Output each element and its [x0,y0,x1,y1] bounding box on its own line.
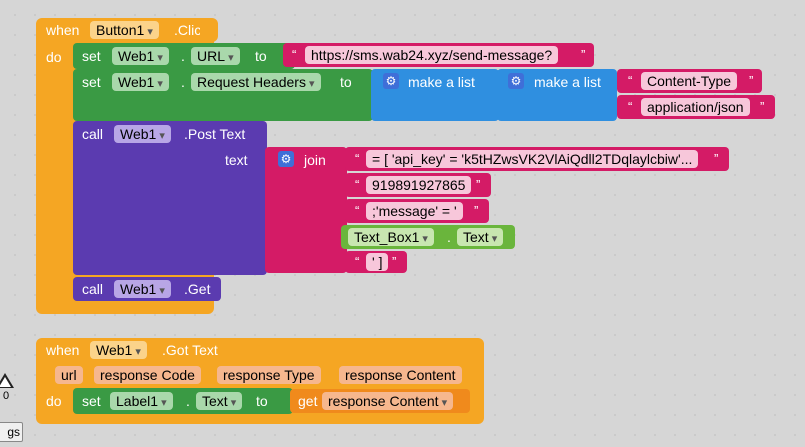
warning-count: 0 [3,390,10,402]
to-label: to [255,48,267,64]
web1-component-dropdown[interactable]: Web1 [112,47,169,65]
to-label: to [256,393,268,409]
show-warnings-button[interactable]: gs [0,422,23,442]
mutator-gear-icon[interactable]: ⚙ [278,151,294,167]
param-url[interactable]: url [55,366,83,384]
show-warnings-label: gs [7,425,20,439]
web1-component-dropdown[interactable]: Web1 [114,280,171,298]
param-response-code[interactable]: response Code [94,366,201,384]
close-quote: ” [392,254,397,269]
dot-separator: . [186,393,190,409]
open-quote: “ [355,177,360,192]
mutator-gear-icon[interactable]: ⚙ [508,73,524,89]
close-quote: ” [749,73,754,88]
event-name-label: .Click [174,22,209,38]
call-label: call [82,281,104,297]
text-arg-label: text [225,152,248,168]
close-quote: ” [474,203,479,218]
dot-separator: . [181,48,185,64]
set-label: set [82,393,101,409]
post-text-method-label: .Post Text [184,126,246,142]
got-text-event-label: .Got Text [162,342,218,358]
make-list-label: make a list [408,74,475,90]
text-property-dropdown[interactable]: Text [457,228,504,246]
event-do-label: do [46,49,62,65]
set-label: set [82,48,101,64]
web1-component-dropdown[interactable]: Web1 [114,125,171,143]
get-method-label: .Get [184,281,211,297]
url-string-value[interactable]: https://sms.wab24.xyz/send-message? [305,46,559,64]
text-property-dropdown[interactable]: Text [196,392,243,410]
event-do-label: do [46,393,62,409]
content-type-value[interactable]: Content-Type [641,72,738,90]
message-string-value[interactable]: ;'message' = ' [366,202,463,220]
to-label: to [340,74,352,90]
api-key-string-value[interactable]: = [ 'api_key' = 'k5tHZwsVK2VlAiQdll2TDql… [366,150,699,168]
warning-triangle-inner [0,377,11,387]
param-response-content[interactable]: response Content [339,366,462,384]
close-quote: ” [760,99,765,114]
join-label: join [304,152,326,168]
mutator-gear-icon[interactable]: ⚙ [383,73,399,89]
open-quote: “ [355,254,360,269]
event-header-extension [200,18,218,42]
param-response-type[interactable]: response Type [217,366,321,384]
application-json-value[interactable]: application/json [641,98,750,116]
get-variable-dropdown[interactable]: response Content [322,392,454,410]
web1-component-dropdown[interactable]: Web1 [90,341,147,359]
text-box1-component-dropdown[interactable]: Text_Box1 [348,228,434,246]
open-quote: “ [628,73,633,88]
close-quote: ” [476,177,481,192]
open-quote: “ [355,151,360,166]
open-quote: “ [628,99,633,114]
set-web1-url-block[interactable] [73,43,295,69]
call-web1-post-text-block[interactable] [73,121,267,275]
close-quote: ” [581,47,586,62]
open-quote: “ [292,47,297,62]
event-component-dropdown[interactable]: Button1 [90,21,159,39]
event-when-label: when [46,22,80,38]
get-label: get [298,393,318,409]
call-label: call [82,126,104,142]
label1-component-dropdown[interactable]: Label1 [110,392,173,410]
make-list-inner-label: make a list [534,74,601,90]
close-bracket-string-value[interactable]: ' ] [366,253,389,271]
web1-component-dropdown[interactable]: Web1 [112,73,169,91]
request-headers-property-dropdown[interactable]: Request Headers [191,73,321,91]
dot-separator: . [447,229,451,245]
open-quote: “ [355,203,360,218]
event-when-label: when [46,342,80,358]
set-label: set [82,74,101,90]
close-quote: ” [714,151,719,166]
join-block[interactable] [265,147,347,273]
url-property-dropdown[interactable]: URL [191,47,240,65]
dot-separator: . [181,74,185,90]
phone-string-value[interactable]: 919891927865 [366,176,472,194]
